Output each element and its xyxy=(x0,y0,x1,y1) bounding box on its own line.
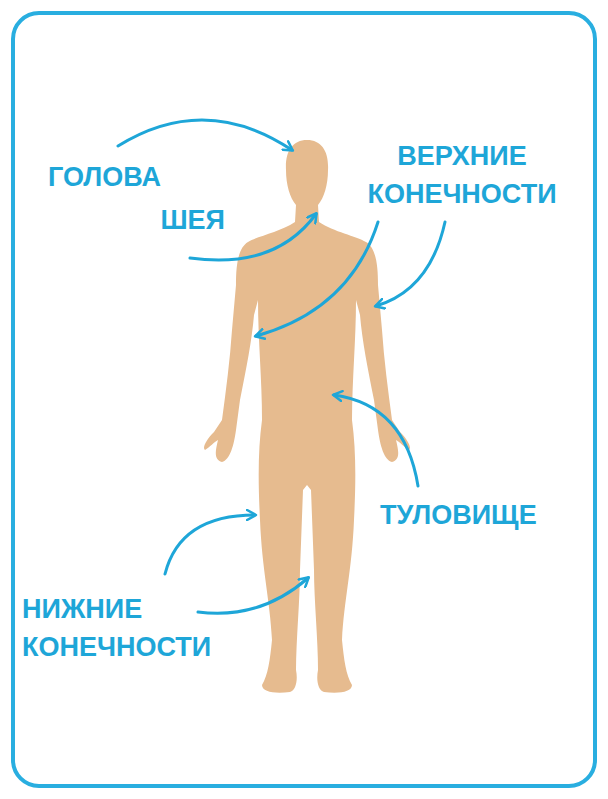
body-part-label: ТУЛОВИЩЕ xyxy=(380,496,580,534)
body-part-label: НИЖНИЕ КОНЕЧНОСТИ xyxy=(22,590,262,666)
body-part-label: ШЕЯ xyxy=(110,201,225,239)
body-part-label: ГОЛОВА xyxy=(48,158,218,196)
body-part-label: ВЕРХНИЕ КОНЕЧНОСТИ xyxy=(338,137,586,213)
frame-border xyxy=(13,13,595,786)
